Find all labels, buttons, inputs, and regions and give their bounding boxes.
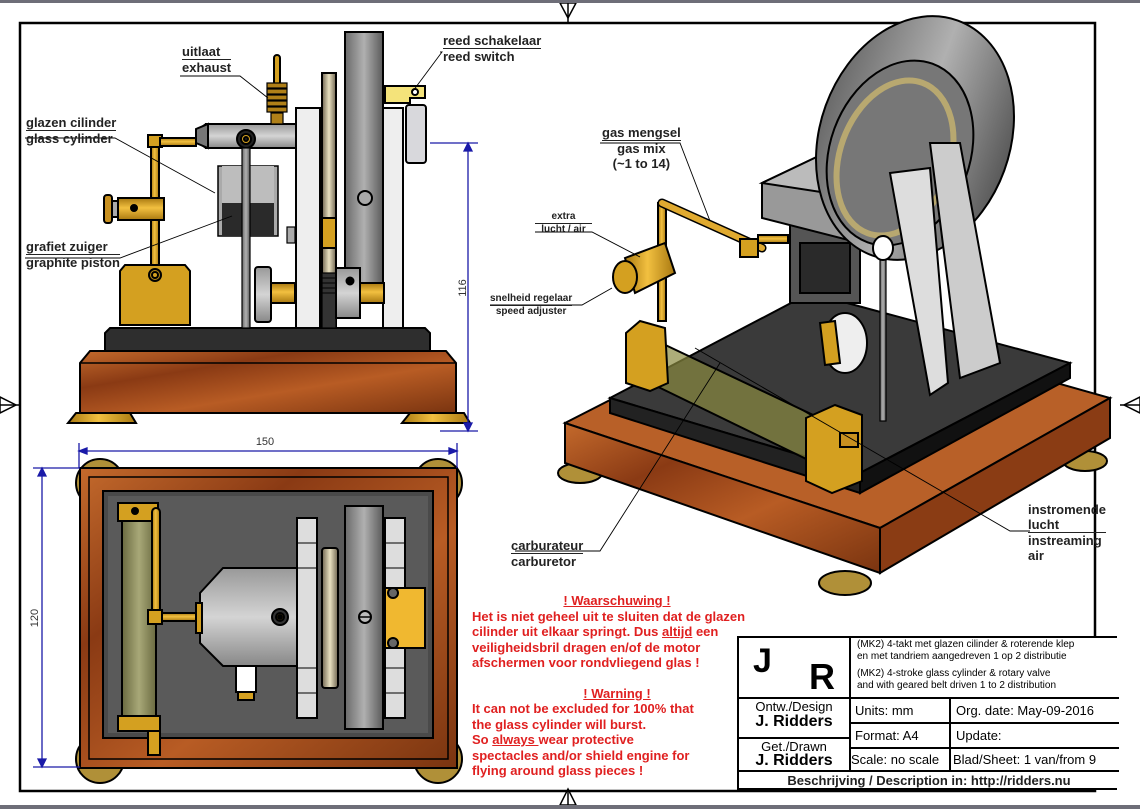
warning-title-nl: ! Waarschuwing ! [563,593,671,608]
drawn-label: Get./Drawn [761,739,827,754]
warning-en-line: It can not be excluded for 100% that [472,701,694,716]
warning-en-line: spectacles and/or shield engine for [472,747,690,763]
engine-drawing: 150 116 120 [0,3,1140,805]
warning-nl-line: afschermen voor rondvliegend glas ! [472,655,700,670]
logo-j: J [753,642,772,680]
logo-r: R [809,656,835,697]
centering-marks [0,3,1140,805]
leader-lines [25,51,1030,552]
drawn-name: J. Ridders [755,752,833,769]
warning-nl-line: Het is niet geheel uit te sluiten dat de… [472,608,746,624]
update: Update: [956,728,1002,743]
safety-warning: ! Waarschuwing ! Het is niet geheel uit … [472,593,762,779]
warning-nl-line: cilinder uit elkaar springt. Dus altijd … [472,624,719,639]
top-view [75,458,463,784]
design-label: Ontw./Design [755,699,833,714]
units: Units: mm [855,703,914,718]
depth-dimension: 120 [29,609,41,627]
warning-nl-line: veiligheidsbril dragen en/of de motor [472,639,701,655]
warning-en-line: the glass cylinder will burst. [472,716,647,732]
description-en: (MK2) 4-stroke glass cylinder & rotary v… [857,668,1057,691]
org-date: Org. date: May-09-2016 [956,703,1095,718]
title-block: J R (MK2) 4-takt met glazen cilinder & r… [737,636,1119,790]
dimension-lines [33,141,478,769]
description-nl: (MK2) 4-takt met glazen cilinder & roter… [857,639,1075,662]
front-view [65,31,472,424]
format: Format: A4 [855,728,919,743]
width-dimension: 150 [256,436,274,448]
design-name: J. Ridders [755,713,833,730]
warning-en-line: So always wear protective [472,732,634,747]
isometric-view [557,15,1113,596]
height-dimension: 116 [457,279,469,297]
sheet-number: Blad/Sheet: 1 van/from 9 [953,752,1097,767]
description-link[interactable]: Beschrijving / Description in: http://ri… [787,773,1071,788]
warning-en-line: flying around glass pieces ! [472,763,644,778]
scale: Scale: no scale [851,752,940,767]
warning-title-en: ! Warning ! [583,685,651,701]
